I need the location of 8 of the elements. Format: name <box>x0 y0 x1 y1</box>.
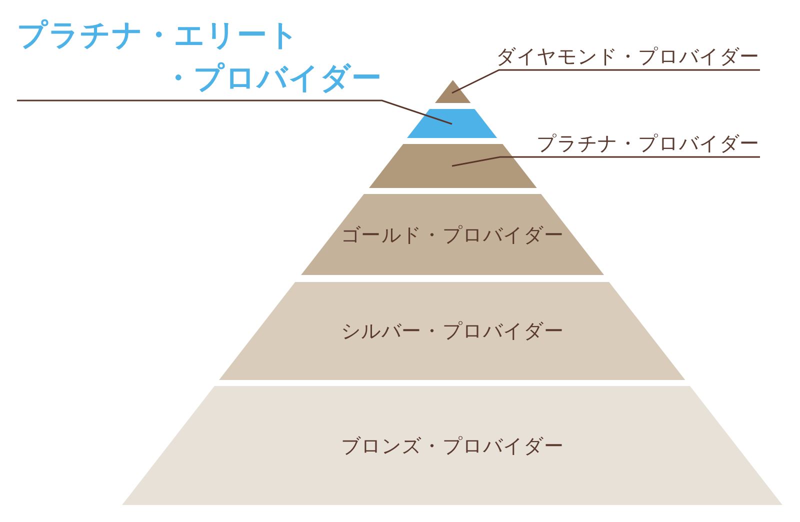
tier-label: シルバー・プロバイダー <box>340 319 564 343</box>
callout-label: プラチナ・プロバイダー <box>536 131 760 157</box>
leader-line <box>452 156 760 167</box>
tier-label: ゴールド・プロバイダー <box>340 222 564 246</box>
callout-title: プラチナ・エリート・プロバイダー <box>17 14 387 100</box>
tier-label: ブロンズ・プロバイダー <box>340 434 564 458</box>
leader-line <box>452 69 760 94</box>
callout-label: ダイヤモンド・プロバイダー <box>496 44 760 70</box>
